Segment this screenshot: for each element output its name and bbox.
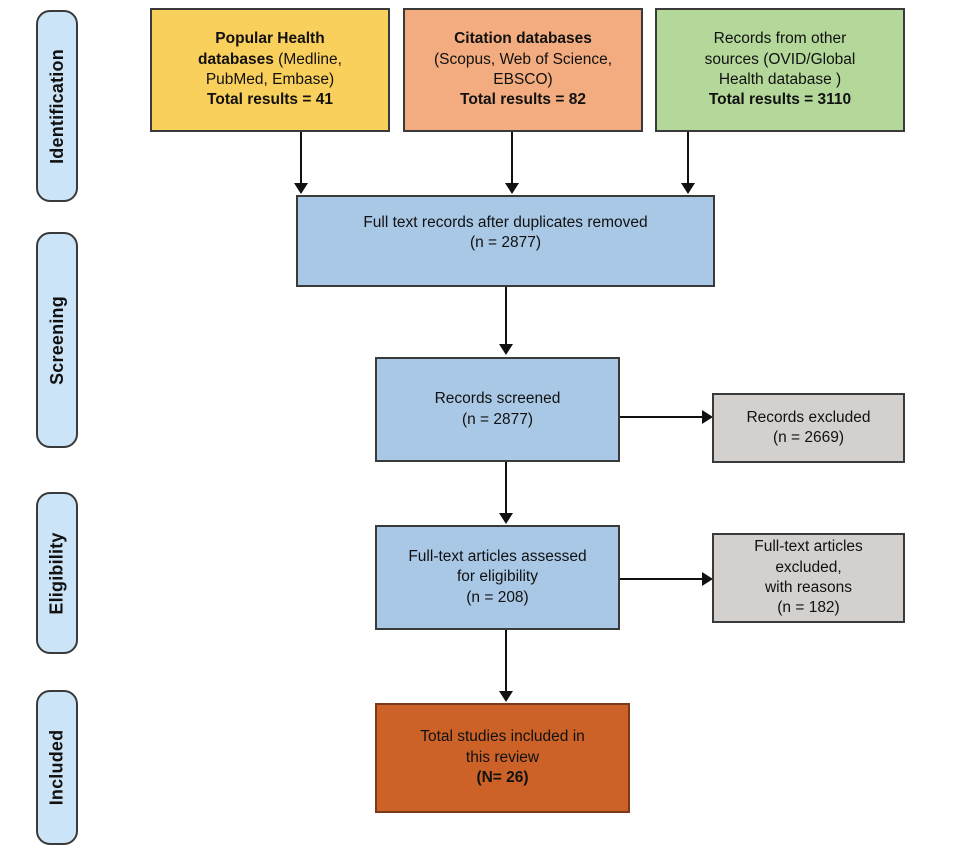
source-line2-bold: databases xyxy=(198,50,274,68)
connector-line-duplicates-to-screened xyxy=(505,287,507,345)
duplicates-line1: Full text records after duplicates remov… xyxy=(363,214,648,231)
connector-arrowhead-included xyxy=(499,691,513,702)
source-line3: EBSCO) xyxy=(493,71,553,88)
connector-line-source3-to-duplicates xyxy=(687,132,689,184)
stage-screening: Screening xyxy=(36,232,78,448)
source-total: Total results = 3110 xyxy=(708,91,852,109)
stage-eligibility: Eligibility xyxy=(36,492,78,654)
box-duplicates-removed: Full text records after duplicates remov… xyxy=(296,195,715,287)
box-fulltext-excluded-text: Full-text articles excluded, with reason… xyxy=(722,537,895,619)
stage-identification-label: Identification xyxy=(46,48,67,164)
source-line1: Records from other xyxy=(713,30,847,48)
screened-line2: (n = 2877) xyxy=(461,410,534,428)
connector-line-source2-to-duplicates xyxy=(511,132,513,184)
source-box-citation-databases: Citation databases (Scopus, Web of Scien… xyxy=(403,8,643,132)
connector-line-source1-to-duplicates xyxy=(300,132,302,184)
box-records-screened: Records screened (n = 2877) xyxy=(375,357,620,462)
ft-excluded-line1: Full-text articles excluded, xyxy=(754,538,863,576)
stage-included: Included xyxy=(36,690,78,845)
connector-arrowhead-fulltext-excluded xyxy=(702,572,713,586)
connector-arrowhead-source3 xyxy=(681,183,695,194)
box-records-screened-text: Records screened (n = 2877) xyxy=(385,389,610,430)
box-included-studies-text: Total studies included in this review (N… xyxy=(385,727,620,788)
source-total: Total results = 82 xyxy=(460,91,586,109)
ft-excluded-line2: with reasons xyxy=(764,579,852,596)
connector-arrowhead-source1 xyxy=(294,183,308,194)
box-fulltext-assessed-text: Full-text articles assessed for eligibil… xyxy=(385,547,610,608)
connector-line-assessed-to-included xyxy=(505,630,507,692)
box-duplicates-removed-text: Full text records after duplicates remov… xyxy=(306,213,705,254)
connector-arrowhead-screened xyxy=(499,344,513,355)
stage-identification: Identification xyxy=(36,10,78,202)
source-line2: (Scopus, Web of Science, xyxy=(433,50,613,68)
excluded-line1: Records excluded xyxy=(746,408,871,426)
assessed-line2: for eligibility xyxy=(457,568,538,586)
connector-line-screened-to-excluded xyxy=(620,416,710,418)
connector-line-assessed-to-excluded xyxy=(620,578,710,580)
source-box-popular-health-databases-text: Popular Health databases (Medline, PubMe… xyxy=(160,29,380,111)
box-records-excluded-text: Records excluded (n = 2669) xyxy=(722,408,895,449)
connector-line-screened-to-fulltext xyxy=(505,462,507,514)
stage-eligibility-label: Eligibility xyxy=(46,531,67,615)
connector-arrowhead-source2 xyxy=(505,183,519,194)
box-fulltext-assessed: Full-text articles assessed for eligibil… xyxy=(375,525,620,630)
source-total: Total results = 41 xyxy=(207,91,333,109)
source-box-other-sources-text: Records from other sources (OVID/Global … xyxy=(665,29,895,111)
included-line2: this review xyxy=(465,748,540,766)
connector-arrowhead-fulltext xyxy=(499,513,513,524)
source-line1: Citation databases xyxy=(454,30,592,48)
excluded-line2: (n = 2669) xyxy=(772,429,845,446)
source-line2: sources (OVID/Global xyxy=(704,50,856,68)
ft-excluded-line3: (n = 182) xyxy=(777,599,840,617)
stage-screening-label: Screening xyxy=(46,295,67,385)
assessed-line3: (n = 208) xyxy=(466,588,529,606)
included-line1: Total studies included in xyxy=(420,728,585,746)
source-line3: PubMed, Embase) xyxy=(205,71,335,88)
duplicates-line2: (n = 2877) xyxy=(469,234,542,252)
source-line3: Health database ) xyxy=(718,71,842,88)
connector-arrowhead-records-excluded xyxy=(702,410,713,424)
source-box-popular-health-databases: Popular Health databases (Medline, PubMe… xyxy=(150,8,390,132)
screened-line1: Records screened xyxy=(434,390,561,408)
source-line1: Popular Health xyxy=(215,30,325,48)
source-line2-rest: (Medline, xyxy=(273,50,342,68)
assessed-line1: Full-text articles assessed xyxy=(408,547,587,565)
box-fulltext-excluded: Full-text articles excluded, with reason… xyxy=(712,533,905,623)
box-records-excluded: Records excluded (n = 2669) xyxy=(712,393,905,463)
box-included-studies: Total studies included in this review (N… xyxy=(375,703,630,813)
source-box-other-sources: Records from other sources (OVID/Global … xyxy=(655,8,905,132)
source-box-citation-databases-text: Citation databases (Scopus, Web of Scien… xyxy=(413,29,633,111)
stage-included-label: Included xyxy=(46,729,67,806)
included-line3: (N= 26) xyxy=(476,769,529,787)
